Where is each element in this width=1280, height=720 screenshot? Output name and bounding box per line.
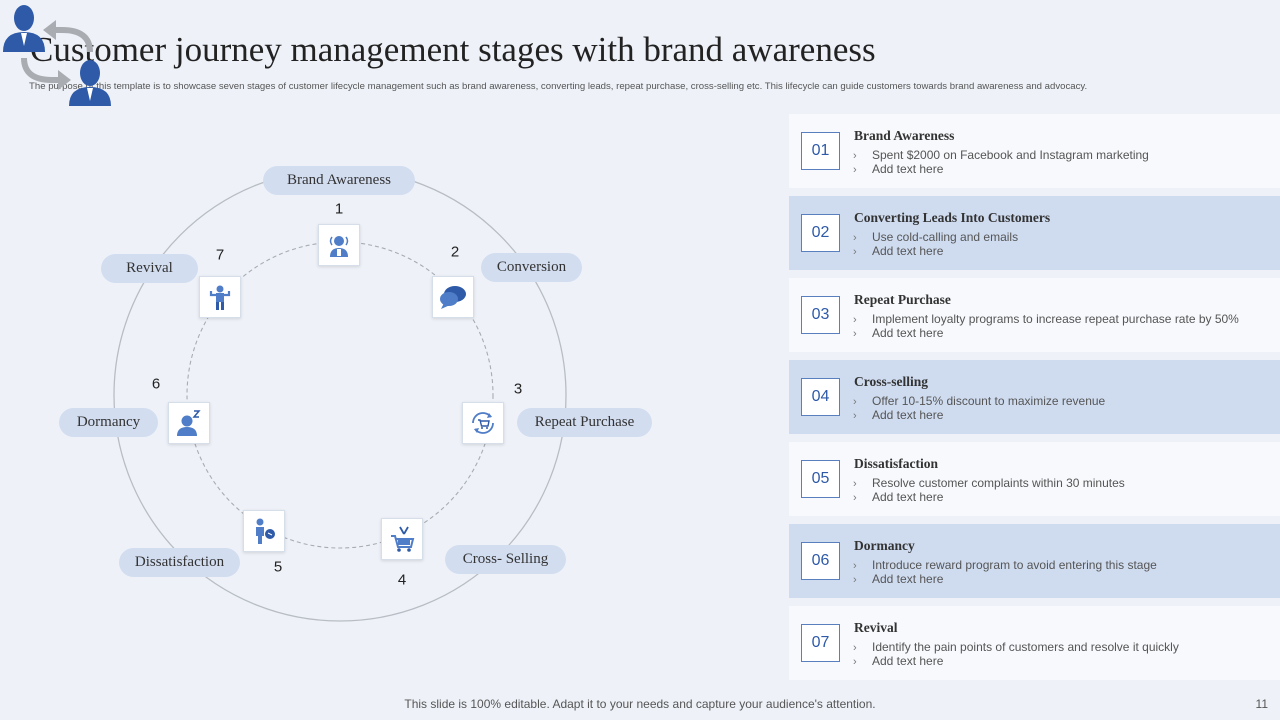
lifecycle-diagram: Brand Awareness 1 Conversion 2 Repeat Pu… [3, 5, 652, 622]
stage-icon-box-4 [381, 518, 423, 560]
bullet-text: Implement loyalty programs to increase r… [872, 312, 1239, 326]
stage-icon-box-7 [199, 276, 241, 318]
card-bullet: › Add text here [853, 490, 943, 504]
chevron-right-icon: › [853, 232, 857, 244]
card-bullet: › Identify the pain points of customers a… [853, 640, 1179, 654]
chevron-right-icon: › [853, 642, 857, 654]
card-bullet: › Introduce reward program to avoid enter… [853, 558, 1157, 572]
stage-card-03: 03 Repeat Purchase › Implement loyalty pr… [789, 278, 1280, 352]
card-bullet: › Offer 10-15% discount to maximize reven… [853, 394, 1105, 408]
bullet-text: Resolve customer complaints within 30 mi… [872, 476, 1125, 490]
strong-person-icon [209, 285, 231, 310]
stage-pill-conversion: Conversion [481, 253, 582, 282]
stage-icon-box-2 [432, 276, 474, 318]
bullet-text: Add text here [872, 244, 944, 258]
people-exchange-icon [3, 5, 111, 106]
stage-number-7: 7 [215, 246, 225, 264]
bullet-text: Add text here [872, 408, 944, 422]
stage-card-01: 01 Brand Awareness › Spent $2000 on Faceb… [789, 114, 1280, 188]
sleeping-person-icon [177, 410, 201, 436]
card-number-badge: 06 [801, 542, 840, 580]
stage-icon-box-6 [168, 402, 210, 444]
card-bullet: › Add text here [853, 572, 943, 586]
stage-icon-box-1 [318, 224, 360, 266]
stage-card-04: 04 Cross-selling › Offer 10-15% discount … [789, 360, 1280, 434]
bullet-text: Offer 10-15% discount to maximize revenu… [872, 394, 1106, 408]
card-number-badge: 07 [801, 624, 840, 662]
stage-number-5: 5 [273, 558, 283, 576]
bullet-text: Add text here [872, 490, 944, 504]
card-bullet: › Add text here [853, 326, 943, 340]
cart-refresh-icon [472, 412, 494, 434]
stage-pill-dormancy: Dormancy [59, 408, 158, 437]
page-subtitle: The purpose of this template is to showc… [29, 81, 1088, 92]
footer-note: This slide is 100% editable. Adapt it to… [404, 697, 876, 711]
stage-card-07: 07 Revival › Identify the pain points of … [789, 606, 1280, 680]
stage-pill-dissatisfaction: Dissatisfaction [119, 548, 240, 577]
bullet-text: Add text here [872, 654, 944, 668]
bullet-text: Add text here [872, 326, 944, 340]
bullet-text: Use cold-calling and emails [872, 230, 1019, 244]
stage-card-02: 02 Converting Leads Into Customers › Use … [789, 196, 1280, 270]
stage-card-05: 05 Dissatisfaction › Resolve customer com… [789, 442, 1280, 516]
chevron-right-icon: › [853, 150, 857, 162]
card-bullet: › Use cold-calling and emails [853, 230, 1018, 244]
card-title: Cross-selling [854, 374, 929, 389]
stage-number-2: 2 [450, 243, 460, 261]
stage-number-1: 1 [334, 200, 344, 218]
stage-pill-brand-awareness: Brand Awareness [263, 166, 415, 195]
shopping-cart-icon [391, 526, 415, 552]
card-title: Converting Leads Into Customers [854, 210, 1051, 225]
card-bullet: › Implement loyalty programs to increase … [853, 312, 1239, 326]
cycle-rings [113, 168, 567, 622]
stage-icon-box-5 [243, 510, 285, 552]
page-number: 11 [1255, 697, 1268, 711]
card-bullet: › Add text here [853, 244, 943, 258]
speaking-person-icon [329, 236, 349, 257]
stage-number-3: 3 [513, 380, 523, 398]
chevron-right-icon: › [853, 560, 857, 572]
bullet-text: Add text here [872, 162, 944, 176]
chevron-right-icon: › [853, 574, 857, 586]
chevron-right-icon: › [853, 164, 857, 176]
card-bullet: › Add text here [853, 408, 943, 422]
card-title: Revival [854, 620, 898, 635]
stage-pill-cross-selling: Cross- Selling [445, 545, 566, 574]
unhappy-person-icon [256, 518, 275, 544]
card-bullet: › Resolve customer complaints within 30 m… [853, 476, 1125, 490]
card-number-badge: 02 [801, 214, 840, 252]
stage-pill-revival: Revival [101, 254, 198, 283]
chevron-right-icon: › [853, 328, 857, 340]
chevron-right-icon: › [853, 478, 857, 490]
stage-card-06: 06 Dormancy › Introduce reward program to… [789, 524, 1280, 598]
card-title: Dormancy [854, 538, 915, 553]
card-number-badge: 04 [801, 378, 840, 416]
bullet-text: Add text here [872, 572, 944, 586]
card-bullet: › Add text here [853, 162, 943, 176]
card-title: Dissatisfaction [854, 456, 938, 471]
card-number-badge: 05 [801, 460, 840, 498]
chevron-right-icon: › [853, 656, 857, 668]
bullet-text: Introduce reward program to avoid enteri… [872, 558, 1157, 572]
chat-bubbles-icon [440, 286, 466, 309]
card-title: Repeat Purchase [854, 292, 951, 307]
card-bullet: › Add text here [853, 654, 943, 668]
chevron-right-icon: › [853, 410, 857, 422]
card-number-badge: 01 [801, 132, 840, 170]
card-bullet: › Spent $2000 on Facebook and Instagram m… [853, 148, 1149, 162]
stage-icon-box-3 [462, 402, 504, 444]
bullet-text: Spent $2000 on Facebook and Instagram ma… [872, 148, 1149, 162]
stage-number-4: 4 [397, 571, 407, 589]
card-title: Brand Awareness [854, 128, 955, 143]
card-number-badge: 03 [801, 296, 840, 334]
stage-pill-repeat-purchase: Repeat Purchase [517, 408, 652, 437]
inner-dashed-ring [186, 241, 494, 549]
chevron-right-icon: › [853, 396, 857, 408]
page-title: Customer journey management stages with … [30, 30, 876, 69]
chevron-right-icon: › [853, 492, 857, 504]
chevron-right-icon: › [853, 314, 857, 326]
stage-number-6: 6 [151, 375, 161, 393]
bullet-text: Identify the pain points of customers an… [872, 640, 1179, 654]
chevron-right-icon: › [853, 246, 857, 258]
